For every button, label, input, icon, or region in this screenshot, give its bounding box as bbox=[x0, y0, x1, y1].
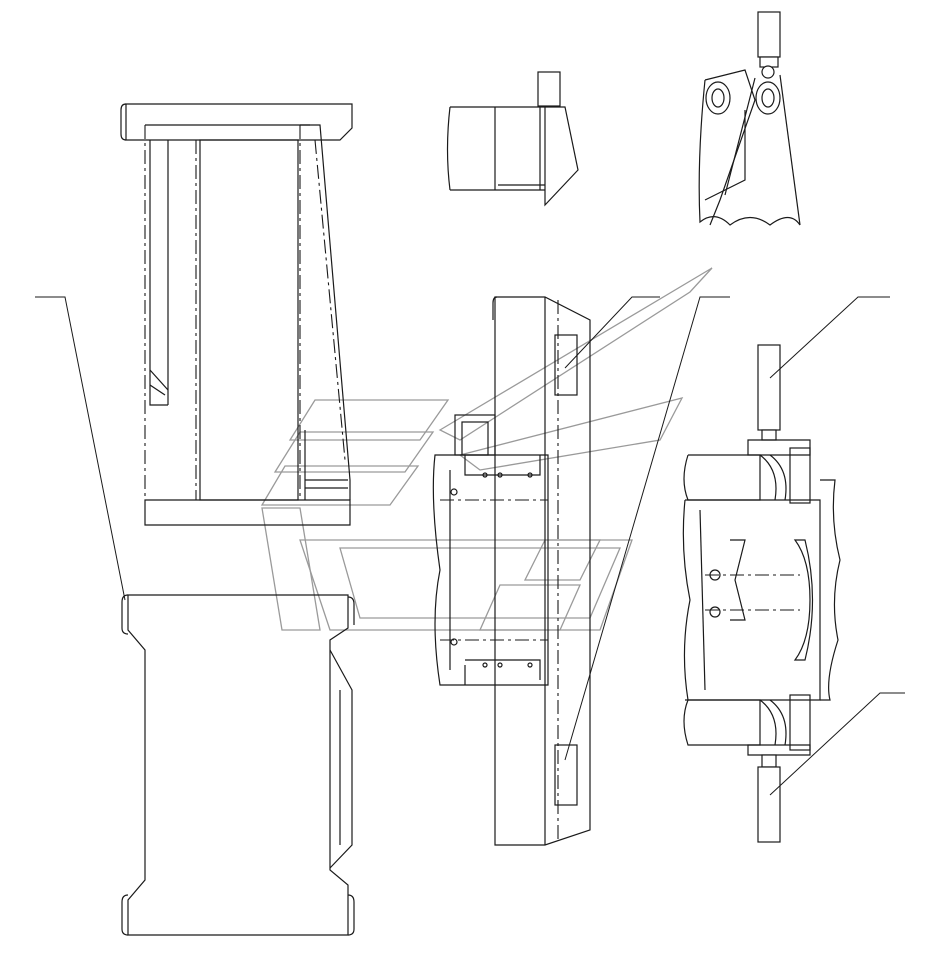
bottom-view-left-frame bbox=[121, 594, 355, 936]
leader-lines-middle bbox=[564, 296, 730, 761]
leader-lines-right bbox=[769, 296, 905, 796]
watermark-logo bbox=[260, 267, 713, 631]
front-view-left-frame bbox=[120, 103, 353, 526]
leader-line-left bbox=[35, 296, 126, 601]
top-view-right-assembly bbox=[682, 344, 841, 843]
detail-hinge-top-right bbox=[698, 11, 801, 226]
side-section-middle-frame bbox=[432, 296, 591, 846]
detail-pin-top-middle bbox=[446, 71, 579, 207]
